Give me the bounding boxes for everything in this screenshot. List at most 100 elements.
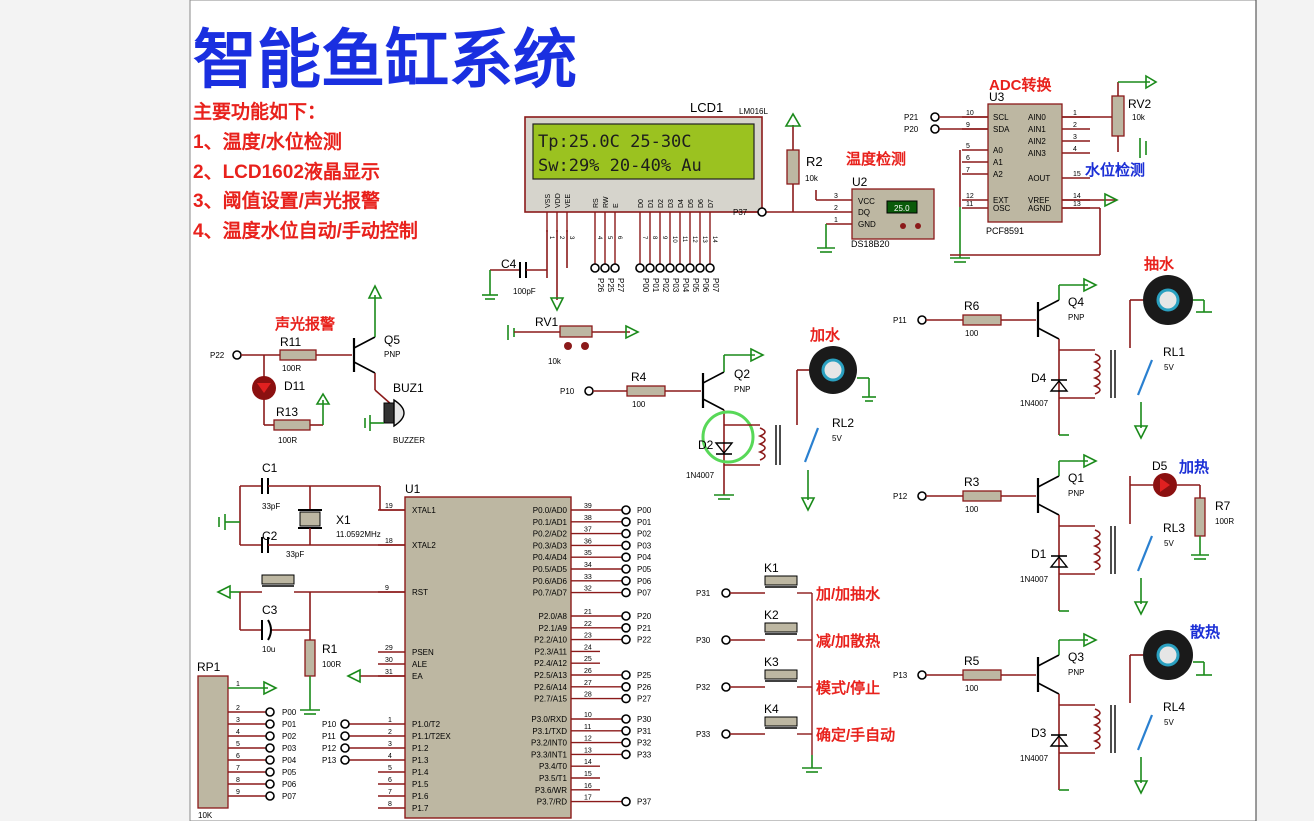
lcd-module[interactable]: LCD1 LM016L Tp:25.0C 25-30C Sw:29% 20-40… <box>524 100 768 293</box>
driver-transistor-ref: Q4 <box>1068 295 1084 309</box>
key-port-terminal[interactable] <box>721 635 731 645</box>
clock-reset-block[interactable]: C1 33pF C2 33pF X1 11.0592MHz C3 10u <box>216 461 405 715</box>
lcd-port-terminal[interactable] <box>635 263 645 273</box>
add-water-circuit[interactable]: 加水 P10 R4 100 Q2 PNP D2 1N4007 <box>560 326 876 512</box>
lcd-pin-label: D5 <box>688 199 695 208</box>
mcu-pin-name: P3.7/RD <box>537 798 567 807</box>
lcd-port-terminal[interactable] <box>705 263 715 273</box>
lcd-port-terminal[interactable] <box>655 263 665 273</box>
mcu-port-terminal[interactable] <box>621 564 631 574</box>
lcd-port-terminal[interactable] <box>610 263 620 273</box>
mcu-pin-name: P2.5/A13 <box>534 671 567 680</box>
lcd-pin-number: 8 <box>651 236 657 240</box>
mcu-port-terminal[interactable] <box>621 528 631 539</box>
u3-right-pin-number: 13 <box>1073 201 1081 208</box>
mcu-u1[interactable]: U1 XTAL119XTAL218RST9PSEN29ALE30EA31P1.0… <box>322 482 652 819</box>
c3-value: 10u <box>262 645 275 654</box>
mcu-port-label: P22 <box>637 636 652 645</box>
mcu-port-terminal[interactable] <box>621 587 631 598</box>
mcu-port-terminal[interactable] <box>621 622 631 633</box>
key-cap[interactable] <box>764 669 798 680</box>
lcd-port-terminal[interactable] <box>600 263 610 273</box>
key-cap[interactable] <box>764 716 798 727</box>
driver-port-terminal[interactable] <box>917 315 927 325</box>
mcu-pin-number: 32 <box>584 586 592 593</box>
lcd-port-terminal[interactable] <box>695 263 705 273</box>
rp1-port-label: P06 <box>282 780 297 789</box>
driver-transistor-ref: Q3 <box>1068 650 1084 664</box>
lcd-pin-label: RW <box>603 196 610 208</box>
mcu-port-terminal[interactable] <box>621 681 631 692</box>
mcu-port-terminal[interactable] <box>621 540 631 551</box>
mcu-pin-name: P3.5/T1 <box>539 774 568 783</box>
mcu-port-terminal[interactable] <box>340 755 350 765</box>
mcu-port-terminal[interactable] <box>621 737 631 748</box>
mcu-port-terminal[interactable] <box>621 725 631 736</box>
mcu-port-terminal[interactable] <box>621 634 631 645</box>
lcd-port-terminal[interactable] <box>675 263 685 273</box>
alarm-circuit[interactable]: 声光报警 P22 R11 100R D11 R13 100R Q5 PNP BU… <box>210 284 425 445</box>
lcd-port-terminal[interactable] <box>665 263 675 273</box>
mcu-port-terminal[interactable] <box>621 749 631 760</box>
key-port-terminal[interactable] <box>721 682 731 692</box>
key-cap[interactable] <box>764 622 798 633</box>
mcu-pin-name: P0.6/AD6 <box>533 577 568 586</box>
rp1-pin-number: 3 <box>236 717 240 724</box>
u2-ref: U2 <box>852 175 868 189</box>
key-function-label: 加/加抽水 <box>815 585 881 603</box>
mcu-port-terminal[interactable] <box>621 693 631 704</box>
rp1-terminal[interactable] <box>265 707 275 717</box>
temp-sensor-block[interactable]: R2 10k 温度检测 U2 VCC DQ GND 25.0 DS18B20 3… <box>733 112 935 253</box>
mcu-port-terminal[interactable] <box>621 575 631 586</box>
rp1-terminal[interactable] <box>265 767 275 777</box>
mcu-port-terminal[interactable] <box>340 731 350 741</box>
lcd-port-terminal[interactable] <box>645 263 655 273</box>
mcu-pin-name: P2.1/A9 <box>539 624 568 633</box>
rp1-ref: RP1 <box>197 660 221 674</box>
contrast-block[interactable]: C4 100pF RV1 10k <box>482 230 640 366</box>
rp1-terminal[interactable] <box>265 719 275 729</box>
key-cap[interactable] <box>764 575 798 586</box>
lcd-pin-label: E <box>613 203 620 208</box>
driver-port-terminal[interactable] <box>917 491 927 501</box>
driver-port-terminal[interactable] <box>917 670 927 680</box>
key-port-terminal[interactable] <box>721 729 731 739</box>
rp1-terminal[interactable] <box>265 791 275 801</box>
mcu-port-terminal[interactable] <box>621 796 631 807</box>
lcd-port-label: P04 <box>681 278 690 293</box>
mcu-port-label: P31 <box>637 727 652 736</box>
lcd-port-label: P01 <box>651 278 660 293</box>
driver-relay-value: 5V <box>1164 363 1174 372</box>
u3-right-pin-number: 2 <box>1073 122 1077 129</box>
mcu-port-terminal[interactable] <box>621 516 631 527</box>
mcu-port-terminal[interactable] <box>621 552 631 563</box>
rp1-terminal[interactable] <box>265 779 275 789</box>
pump-motor[interactable]: 抽水 <box>1130 255 1212 325</box>
lcd-port-terminal[interactable] <box>590 263 600 273</box>
rp1-terminal[interactable] <box>265 755 275 765</box>
lcd-port-terminal[interactable] <box>685 263 695 273</box>
rp1-terminal[interactable] <box>265 743 275 753</box>
mcu-port-terminal[interactable] <box>621 714 631 724</box>
adc-block[interactable]: ADC转换 U3 PCF8591 SCL10SDA9A05A16A27EXT12… <box>904 74 1158 263</box>
mcu-port-terminal[interactable] <box>340 719 350 729</box>
section-water-level: 水位检测 <box>1085 161 1145 179</box>
cool-motor[interactable]: 散热 <box>1130 623 1220 680</box>
rp1-terminal[interactable] <box>265 731 275 741</box>
r13-ref: R13 <box>276 405 298 419</box>
mcu-pin-name: P0.4/AD4 <box>533 553 568 562</box>
mcu-port-terminal[interactable] <box>340 743 350 753</box>
mcu-port-terminal[interactable] <box>621 670 631 680</box>
key-port-terminal[interactable] <box>721 588 731 598</box>
mcu-port-terminal[interactable] <box>621 505 631 515</box>
mcu-port-terminal[interactable] <box>621 611 631 621</box>
heater-indicator[interactable]: 加热 D5 R7 100R <box>1130 458 1234 560</box>
